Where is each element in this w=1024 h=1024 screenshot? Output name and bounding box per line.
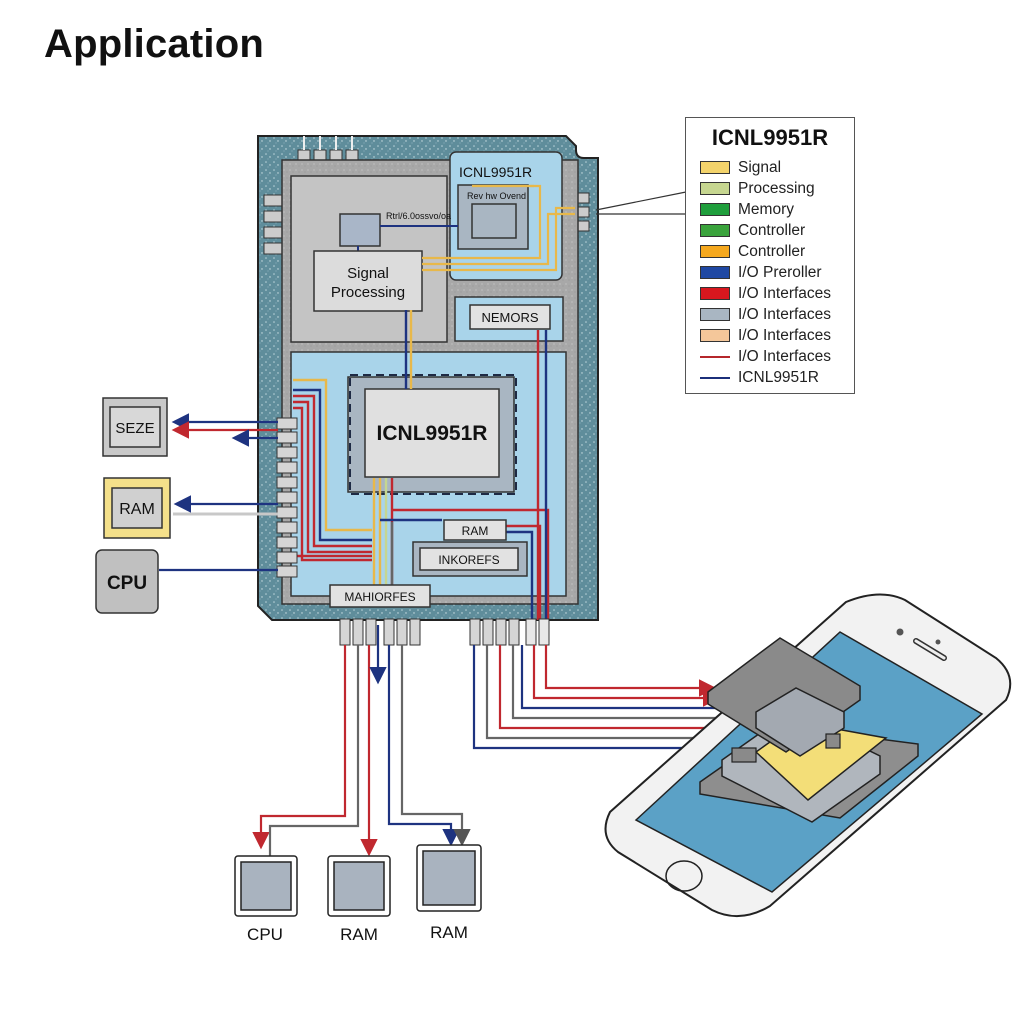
legend-color-swatch bbox=[700, 224, 730, 237]
legend-color-swatch bbox=[700, 245, 730, 258]
bottom-component-ram-1: RAM bbox=[327, 855, 391, 944]
signal-processing-line-2: Processing bbox=[331, 284, 405, 301]
interfaces-label: INKOREFS bbox=[438, 553, 499, 567]
legend-item: Memory bbox=[700, 199, 854, 220]
legend-item: I/O Interfaces bbox=[700, 346, 854, 367]
signal-processing-block bbox=[313, 250, 423, 312]
bottom-cpu-label: CPU bbox=[247, 925, 283, 944]
legend-item-label: I/O Interfaces bbox=[738, 326, 832, 344]
legend-line-swatch bbox=[700, 376, 730, 379]
legend-item: Controller bbox=[700, 220, 854, 241]
left-component-ram: RAM bbox=[103, 477, 171, 539]
phone-home-button bbox=[665, 860, 703, 892]
bottom-traces bbox=[252, 625, 745, 858]
legend-item-label: I/O Interfaces bbox=[738, 305, 832, 323]
phone-speaker-icon bbox=[914, 639, 946, 660]
core-label: ICNL9951R bbox=[377, 422, 488, 445]
chip-package: ICNL9951R Rev hw Ovend Rtrl/6.0ossvo/oa … bbox=[257, 135, 599, 646]
bottom-component-cpu: CPU bbox=[234, 855, 298, 944]
legend-item-label: I/O Interfaces bbox=[738, 284, 832, 302]
left-component-cpu: CPU bbox=[95, 549, 159, 614]
legend-connector bbox=[595, 191, 687, 215]
legend-item: ICNL9951R bbox=[700, 367, 854, 388]
inner-ram-label: RAM bbox=[462, 524, 489, 538]
legend-item: I/O Interfaces bbox=[700, 283, 854, 304]
legend-color-swatch bbox=[700, 308, 730, 321]
legend-item: I/O Interfaces bbox=[700, 325, 854, 346]
bottom-ram-1-label: RAM bbox=[340, 925, 378, 944]
legend-color-swatch bbox=[700, 203, 730, 216]
page-title: Application bbox=[44, 22, 264, 66]
legend-item-label: Processing bbox=[738, 179, 815, 197]
bottom-ram-2-label: RAM bbox=[430, 923, 468, 942]
top-right-inner-label: Rev hw Ovend bbox=[467, 191, 526, 201]
legend-item: I/O Preroller bbox=[700, 262, 854, 283]
left-cpu-label: CPU bbox=[107, 573, 147, 594]
left-connection-traces bbox=[159, 413, 278, 572]
smartphone bbox=[604, 593, 1012, 917]
legend-item-label: I/O Preroller bbox=[738, 263, 822, 281]
left-component-seze: SEZE bbox=[102, 397, 168, 457]
legend-item: Processing bbox=[700, 178, 854, 199]
legend-item-label: ICNL9951R bbox=[738, 368, 819, 386]
legend-item-label: Controller bbox=[738, 242, 806, 260]
die-traces bbox=[283, 310, 550, 620]
left-ram-label: RAM bbox=[119, 501, 155, 518]
legend-item-label: Memory bbox=[738, 200, 794, 218]
legend-item-label: Signal bbox=[738, 158, 782, 176]
yellow-traces-top bbox=[422, 184, 575, 272]
inner-ram-block bbox=[443, 519, 507, 541]
legend-item: Controller bbox=[700, 241, 854, 262]
seze-label: SEZE bbox=[115, 420, 154, 437]
phone-camera-icon bbox=[896, 628, 904, 636]
bottom-block bbox=[329, 584, 431, 608]
legend-item-label: Controller bbox=[738, 221, 806, 239]
bottom-component-ram-2: RAM bbox=[416, 844, 482, 942]
legend-line-swatch bbox=[700, 355, 730, 358]
top-right-block-title: ICNL9951R bbox=[459, 164, 532, 180]
legend-color-swatch bbox=[700, 329, 730, 342]
bottom-pins bbox=[339, 618, 550, 646]
legend-color-swatch bbox=[700, 266, 730, 279]
legend-item: Signal bbox=[700, 157, 854, 178]
legend-item-label: I/O Interfaces bbox=[738, 347, 832, 365]
memory-label: NEMORS bbox=[481, 310, 538, 325]
legend-color-swatch bbox=[700, 287, 730, 300]
core-chip bbox=[364, 388, 500, 478]
bottom-label: MAHIORFES bbox=[344, 590, 415, 604]
memory-block bbox=[469, 304, 551, 330]
left-pin-column bbox=[276, 417, 298, 578]
legend-title: ICNL9951R bbox=[711, 125, 829, 150]
interfaces-block bbox=[419, 547, 519, 571]
signal-processing-line-1: Signal bbox=[347, 265, 389, 282]
legend-item: I/O Interfaces bbox=[700, 304, 854, 325]
annotation-label: Rtrl/6.0ossvo/oa bbox=[386, 211, 451, 221]
legend-color-swatch bbox=[700, 182, 730, 195]
legend-color-swatch bbox=[700, 161, 730, 174]
